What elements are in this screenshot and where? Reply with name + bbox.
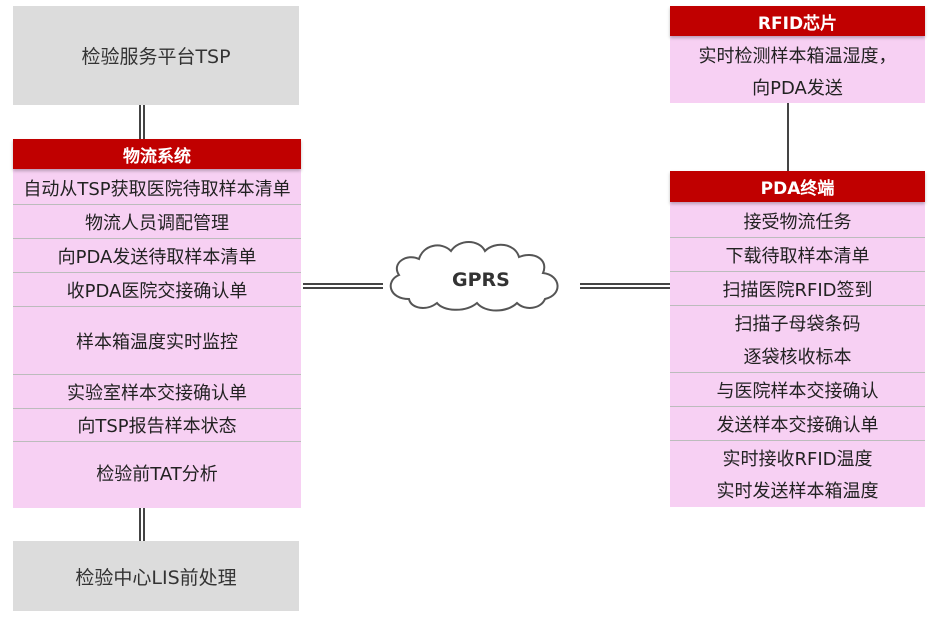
rfid-line2-text: 向PDA发送 xyxy=(752,78,843,99)
logistics-row-label: 向TSP报告样本状态 xyxy=(77,416,237,437)
logistics-row: 物流人员调配管理 xyxy=(13,205,301,239)
pda-row: 实时发送样本箱温度 xyxy=(670,473,925,506)
logistics-row: 收PDA医院交接确认单 xyxy=(13,273,301,307)
connector-logistics-lis xyxy=(139,508,145,542)
logistics-row-label: 样本箱温度实时监控 xyxy=(76,331,238,353)
pda-title-text: PDA终端 xyxy=(760,179,835,199)
pda-row-label: 发送样本交接确认单 xyxy=(716,414,879,436)
pda-row: 接受物流任务 xyxy=(670,204,925,238)
pda-row: 逐袋核收标本 xyxy=(670,339,925,373)
pda-row-label: 接受物流任务 xyxy=(743,211,852,233)
rfid-chip-title: RFID芯片 xyxy=(670,6,925,36)
logistics-title-text: 物流系统 xyxy=(123,146,191,167)
tsp-platform-label: 检验服务平台TSP xyxy=(81,46,231,68)
logistics-row-label: 实验室样本交接确认单 xyxy=(67,382,247,404)
logistics-row: 实验室样本交接确认单 xyxy=(13,375,301,409)
logistics-row-label: 物流人员调配管理 xyxy=(85,212,229,234)
pda-row-label: 与医院样本交接确认 xyxy=(716,380,879,402)
pda-terminal-panel: PDA终端 接受物流任务 下载待取样本清单 扫描医院RFID签到 扫描子母袋条码… xyxy=(670,171,925,507)
pda-row: 扫描医院RFID签到 xyxy=(670,272,925,306)
logistics-system-title: 物流系统 xyxy=(13,139,301,169)
pda-row: 与医院样本交接确认 xyxy=(670,373,925,407)
logistics-row-label: 自动从TSP获取医院待取样本清单 xyxy=(23,178,291,200)
connector-tsp-logistics xyxy=(139,105,145,140)
rfid-description-line: 实时检测样本箱温湿度， xyxy=(670,40,925,70)
logistics-row-label: 向PDA发送待取样本清单 xyxy=(57,246,257,268)
logistics-row-label: 检验前TAT分析 xyxy=(96,464,218,485)
logistics-row: 检验前TAT分析 xyxy=(13,442,301,504)
rfid-title-text: RFID芯片 xyxy=(757,13,838,34)
pda-row: 实时接收RFID温度 xyxy=(670,441,925,474)
gprs-label: GPRS xyxy=(452,269,510,291)
logistics-system-panel: 物流系统 自动从TSP获取医院待取样本清单 物流人员调配管理 向PDA发送待取样… xyxy=(13,139,301,508)
logistics-row: 向PDA发送待取样本清单 xyxy=(13,239,301,273)
connector-rfid-pda xyxy=(787,103,789,171)
pda-row: 扫描子母袋条码 xyxy=(670,306,925,339)
logistics-row: 向TSP报告样本状态 xyxy=(13,409,301,442)
pda-row: 下载待取样本清单 xyxy=(670,238,925,272)
rfid-description-line: 向PDA发送 xyxy=(670,72,925,102)
pda-row-label: 下载待取样本清单 xyxy=(725,245,870,267)
logistics-row: 样本箱温度实时监控 xyxy=(13,307,301,375)
logistics-row-label: 收PDA医院交接确认单 xyxy=(66,280,248,302)
logistics-row: 自动从TSP获取医院待取样本清单 xyxy=(13,171,301,205)
connector-gprs-pda xyxy=(580,283,670,289)
lis-preprocessing-label: 检验中心LIS前处理 xyxy=(75,566,237,589)
pda-terminal-title: PDA终端 xyxy=(670,171,925,202)
rfid-line1-text: 实时检测样本箱温湿度， xyxy=(698,46,897,67)
pda-row-label: 实时接收RFID温度 xyxy=(722,448,873,470)
cloud-icon xyxy=(389,241,559,312)
pda-row-label: 扫描子母袋条码 xyxy=(734,313,861,335)
connector-logistics-gprs xyxy=(303,283,383,289)
pda-row-label: 实时发送样本箱温度 xyxy=(716,480,879,502)
pda-row-label: 扫描医院RFID签到 xyxy=(722,279,873,301)
rfid-chip-panel: RFID芯片 实时检测样本箱温湿度， 向PDA发送 xyxy=(670,6,925,103)
pda-row: 发送样本交接确认单 xyxy=(670,407,925,441)
lis-preprocessing-box: 检验中心LIS前处理 xyxy=(13,541,299,611)
tsp-platform-box: 检验服务平台TSP xyxy=(13,6,299,105)
pda-row-label: 逐袋核收标本 xyxy=(743,346,852,368)
